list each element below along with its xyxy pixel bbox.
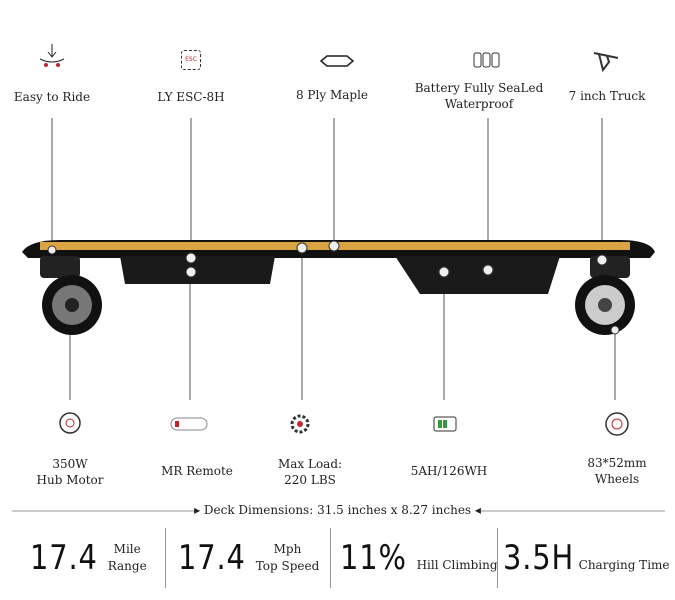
- divider: [165, 528, 166, 588]
- feature-easy-to-ride: Easy to Ride: [13, 90, 91, 104]
- stat-unit-line2: Range: [107, 559, 147, 573]
- feature-motor-line2: Hub Motor: [36, 473, 104, 487]
- stat-value: 17.4: [30, 538, 98, 578]
- stat-unit-line1: Mile: [113, 542, 141, 556]
- stat-value: 17.4: [178, 538, 246, 578]
- feature-wheels-line1: 83*52mm: [587, 456, 647, 470]
- wheel-right: [575, 275, 635, 335]
- deck-dimensions-text: Deck Dimensions: 31.5 inches x 8.27 inch…: [203, 503, 472, 517]
- feature-remote: MR Remote: [161, 464, 233, 478]
- feature-esc: LY ESC-8H: [157, 90, 225, 104]
- feature-truck: 7 inch Truck: [568, 89, 646, 103]
- deck-icon: [319, 55, 355, 67]
- motor-icon: [59, 412, 81, 434]
- stat-unit: Hill Climbing: [416, 557, 498, 572]
- feature-battery-capacity: 5AH/126WH: [410, 464, 488, 478]
- rider-icon: [39, 44, 65, 67]
- divider: [330, 528, 331, 588]
- stat-value: 11%: [340, 538, 407, 578]
- feature-motor: 350W Hub Motor: [37, 456, 104, 488]
- wheel-left: [42, 275, 102, 335]
- wheel-icon: [605, 412, 629, 436]
- truck-icon: [593, 52, 619, 73]
- stat-unit-line2: Top Speed: [255, 559, 320, 573]
- remote-icon: [170, 417, 208, 431]
- feature-battery-line1: Battery Fully SeaLed: [414, 81, 544, 95]
- feature-battery-line2: Waterproof: [444, 97, 514, 111]
- divider: [497, 528, 498, 588]
- stat-unit: Charging Time: [578, 557, 670, 572]
- callout-dots: [47, 240, 620, 335]
- stat-value: 3.5H: [503, 538, 575, 578]
- esc-chip-icon: ESC: [181, 50, 201, 70]
- feature-load: Max Load: 220 LBS: [278, 456, 342, 488]
- feature-wheels-line2: Wheels: [594, 472, 640, 486]
- feature-load-line1: Max Load:: [277, 457, 343, 471]
- feature-maple: 8 Ply Maple: [295, 88, 369, 102]
- load-gear-icon: [290, 414, 310, 434]
- deck-dimensions: ▸ Deck Dimensions: 31.5 inches x 8.27 in…: [194, 503, 481, 517]
- stat-unit-line1: Mph: [273, 542, 302, 556]
- battery-cells-icon: [473, 52, 500, 68]
- stat-hill: 11% Hill Climbing: [340, 528, 498, 588]
- battery-charge-icon: [433, 416, 457, 432]
- feature-load-line2: 220 LBS: [284, 473, 336, 487]
- feature-motor-line1: 350W: [52, 457, 88, 471]
